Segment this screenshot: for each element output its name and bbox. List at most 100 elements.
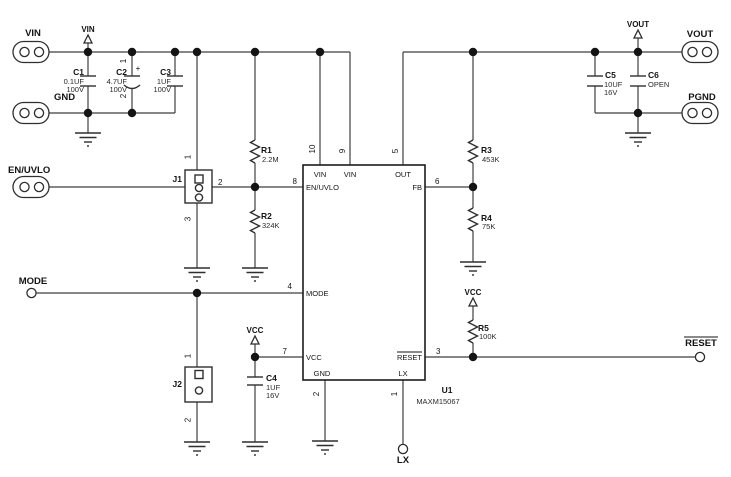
ground-symbol bbox=[242, 441, 268, 456]
net-flag-vcc-left: VCC bbox=[247, 326, 264, 345]
capacitor-c1-value: 0.1UF bbox=[64, 77, 85, 86]
ground-symbol bbox=[75, 132, 101, 147]
capacitor-c2-pin2: 2 bbox=[119, 93, 128, 98]
net-label-vcc: VCC bbox=[465, 288, 482, 297]
ground-symbol bbox=[625, 132, 651, 147]
resistor-r2: R2 324K bbox=[248, 209, 280, 234]
junction-dot bbox=[633, 47, 643, 57]
capacitor-c2-rating: 100V bbox=[109, 85, 127, 94]
capacitor-c2-pin1: 1 bbox=[119, 58, 128, 63]
ground-symbol bbox=[242, 267, 268, 282]
junction-dots bbox=[83, 47, 643, 362]
connector-vout: VOUT bbox=[681, 29, 719, 64]
junction-dot bbox=[83, 108, 93, 118]
junction-dot bbox=[468, 182, 478, 192]
junction-dot bbox=[192, 47, 202, 57]
resistor-r3: R3 453K bbox=[466, 139, 500, 164]
junction-dot bbox=[83, 47, 93, 57]
net-arrow-icon bbox=[632, 28, 644, 39]
net-label-vout: VOUT bbox=[627, 20, 649, 29]
junction-dot bbox=[250, 47, 260, 57]
capacitor-c2-value: 4.7UF bbox=[107, 77, 128, 86]
capacitor-c2-ref: C2 bbox=[116, 67, 127, 77]
jumper-j2-ref: J2 bbox=[173, 379, 183, 389]
resistor-r5: R5 100K bbox=[466, 319, 497, 344]
ic-pin8-name: EN/UVLO bbox=[306, 183, 339, 192]
connector-gnd-label: GND bbox=[54, 92, 75, 103]
ground-symbol bbox=[460, 261, 486, 276]
junction-dot bbox=[250, 352, 260, 362]
jumper-j1-ref: J1 bbox=[173, 174, 183, 184]
connector-gnd: GND bbox=[12, 92, 75, 125]
ic-pin5-number: 5 bbox=[391, 148, 400, 153]
ic-pin9-name: VIN bbox=[344, 170, 357, 179]
ic-u1-part-number: MAXM15067 bbox=[416, 397, 459, 406]
net-flag-vin: VIN bbox=[81, 25, 95, 44]
jumper-j1-pin1: 1 bbox=[184, 154, 193, 159]
capacitor-c2-polarity: + bbox=[136, 64, 141, 73]
connector-pgnd-label: PGND bbox=[688, 92, 716, 103]
resistor-r4-value: 75K bbox=[482, 222, 495, 231]
ic-pin2-number: 2 bbox=[312, 391, 321, 396]
resistor-r4-ref: R4 bbox=[481, 213, 492, 223]
terminal-reset-label: RESET bbox=[685, 338, 717, 349]
capacitor-c1-rating: 100V bbox=[66, 85, 84, 94]
ic-pin7-number: 7 bbox=[283, 347, 288, 356]
capacitor-c3-rating: 100V bbox=[153, 85, 171, 94]
capacitor-c4: C4 1UF 16V bbox=[247, 373, 281, 400]
junction-dot bbox=[590, 47, 600, 57]
resistor-r2-ref: R2 bbox=[261, 211, 272, 221]
junction-dot bbox=[468, 47, 478, 57]
capacitor-c6-value: OPEN bbox=[648, 80, 669, 89]
terminal-reset: RESET bbox=[684, 336, 718, 363]
connector-en-uvlo-label: EN/UVLO bbox=[8, 165, 50, 176]
capacitor-c5-rating: 16V bbox=[604, 88, 617, 97]
resistor-r5-ref: R5 bbox=[478, 323, 489, 333]
jumper-j2-pin2: 2 bbox=[184, 417, 193, 422]
resistor-r5-value: 100K bbox=[479, 332, 497, 341]
ic-pin3-number: 3 bbox=[436, 347, 441, 356]
ic-u1: 10 9 5 VIN VIN OUT 8 EN/UVLO 4 MODE 7 VC… bbox=[283, 144, 460, 406]
connector-vin-label: VIN bbox=[25, 28, 41, 39]
capacitor-c5-ref: C5 bbox=[605, 70, 616, 80]
junction-dot bbox=[127, 47, 137, 57]
terminal-mode-label: MODE bbox=[19, 276, 48, 287]
connector-en-uvlo: EN/UVLO bbox=[8, 165, 50, 199]
capacitor-c3-value: 1UF bbox=[157, 77, 172, 86]
ground-symbol bbox=[312, 440, 338, 455]
ic-pin5-name: OUT bbox=[395, 170, 411, 179]
jumper-j1-pin2: 2 bbox=[218, 178, 223, 187]
net-arrow-icon bbox=[467, 296, 479, 307]
capacitor-c3: C3 1UF 100V bbox=[153, 67, 183, 94]
junction-dot bbox=[127, 108, 137, 118]
capacitor-c5: C5 10UF 16V bbox=[587, 70, 623, 97]
net-arrow-icon bbox=[82, 33, 94, 44]
resistor-r4: R4 75K bbox=[466, 207, 495, 232]
ic-pin7-name: VCC bbox=[306, 353, 322, 362]
resistor-r3-ref: R3 bbox=[481, 145, 492, 155]
net-flag-vcc-right: VCC bbox=[465, 288, 482, 307]
ic-pin1-number: 1 bbox=[390, 391, 399, 396]
ic-pin4-name: MODE bbox=[306, 289, 329, 298]
resistor-r1-value: 2.2M bbox=[262, 155, 279, 164]
ic-u1-body bbox=[302, 164, 426, 381]
capacitor-c1-ref: C1 bbox=[73, 67, 84, 77]
capacitor-c4-value: 1UF bbox=[266, 383, 281, 392]
junction-dot bbox=[192, 288, 202, 298]
ic-pin10-name: VIN bbox=[314, 170, 327, 179]
jumper-j2: J2 1 2 bbox=[173, 353, 213, 422]
ground-symbol bbox=[184, 267, 210, 282]
terminal-mode: MODE bbox=[19, 276, 48, 299]
capacitor-c6-ref: C6 bbox=[648, 70, 659, 80]
resistor-r1: R1 2.2M bbox=[248, 139, 279, 164]
jumper-j1-pin3: 3 bbox=[184, 216, 193, 221]
ic-pin9-number: 9 bbox=[338, 148, 347, 153]
junction-dot bbox=[250, 182, 260, 192]
capacitor-c4-ref: C4 bbox=[266, 373, 277, 383]
capacitor-c5-value: 10UF bbox=[604, 80, 623, 89]
resistor-r2-value: 324K bbox=[262, 221, 280, 230]
ic-pin2-name: GND bbox=[314, 369, 331, 378]
junction-dot bbox=[170, 47, 180, 57]
junction-dot bbox=[315, 47, 325, 57]
